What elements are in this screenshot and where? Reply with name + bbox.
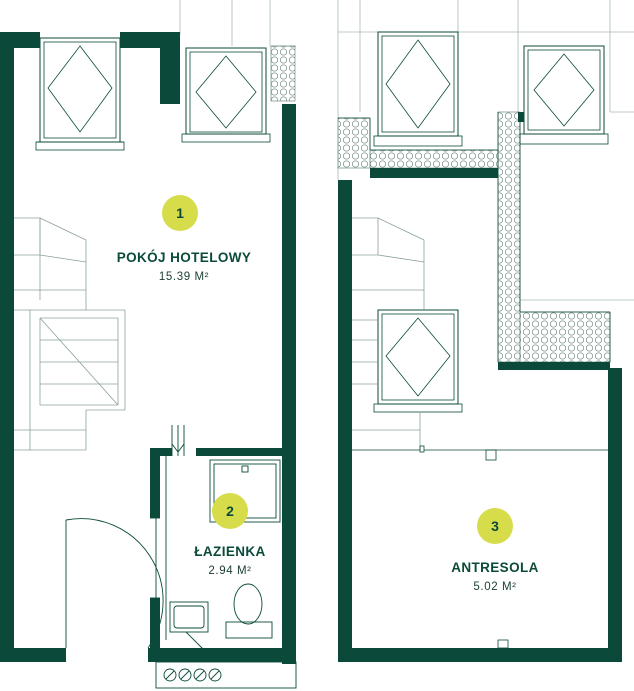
room-label-bathroom: ŁAZIENKA 2.94 M² bbox=[180, 544, 280, 577]
entrance-door bbox=[65, 518, 164, 649]
room-number-badge: 1 bbox=[162, 195, 198, 231]
insulation-mezzanine bbox=[337, 111, 611, 363]
plan-mezzanine bbox=[337, 0, 634, 662]
window-lower-2 bbox=[181, 47, 271, 143]
staircase-lower bbox=[14, 217, 126, 451]
walls-lower bbox=[0, 32, 296, 664]
room-label-hotel-room: POKÓJ HOTELOWY 15.39 M² bbox=[98, 250, 270, 283]
bathroom-door bbox=[150, 517, 160, 599]
room-area: 5.02 M² bbox=[473, 581, 517, 593]
window-mezzanine-1 bbox=[373, 31, 463, 147]
mezzanine-railing bbox=[352, 445, 608, 649]
staircase-mezzanine bbox=[352, 217, 425, 450]
room-number: 3 bbox=[491, 518, 499, 534]
room-name: ANTRESOLA bbox=[451, 560, 539, 575]
room-number: 2 bbox=[226, 503, 234, 519]
window-mezzanine-2 bbox=[519, 45, 609, 145]
window-mezzanine-3 bbox=[373, 309, 463, 413]
room-area: 15.39 M² bbox=[158, 271, 210, 283]
plan-lower-floor bbox=[0, 0, 297, 689]
room-name: ŁAZIENKA bbox=[194, 544, 266, 559]
room-number-badge: 2 bbox=[212, 493, 248, 529]
room-label-mezzanine: ANTRESOLA 5.02 M² bbox=[430, 560, 560, 593]
room-name: POKÓJ HOTELOWY bbox=[116, 250, 252, 265]
bathroom-fixtures bbox=[165, 425, 281, 651]
room-area: 2.94 M² bbox=[208, 565, 252, 577]
window-lower-1 bbox=[35, 37, 125, 151]
insulation-strip bbox=[270, 45, 296, 102]
room-number: 1 bbox=[176, 205, 184, 221]
walls-mezzanine bbox=[338, 112, 622, 662]
sanitary-strip bbox=[155, 661, 297, 689]
room-number-badge: 3 bbox=[477, 508, 513, 544]
